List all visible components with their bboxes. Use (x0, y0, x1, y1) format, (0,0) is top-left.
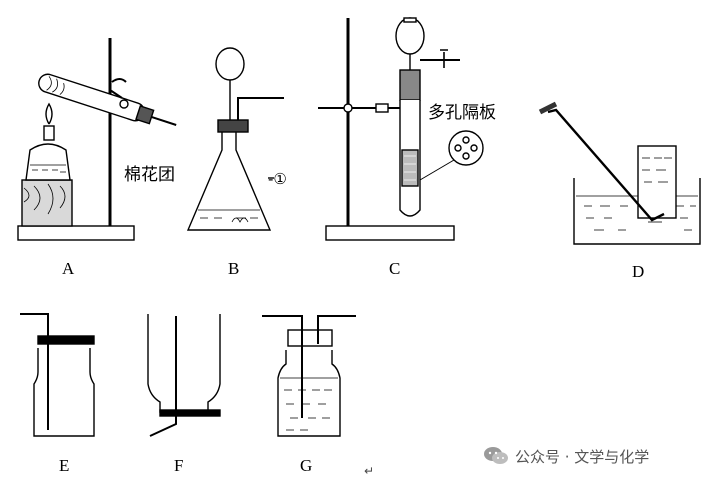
wechat-icon (484, 447, 508, 464)
conical-flask (186, 128, 272, 231)
label-b: B (228, 259, 240, 278)
apparatus-a (17, 38, 177, 241)
delivery-tube-d (547, 108, 665, 222)
clamp-a (109, 78, 127, 99)
label-g: G (300, 456, 313, 475)
stand-base-a (17, 225, 135, 241)
label-f: F (174, 456, 184, 475)
stopper-c (399, 69, 421, 101)
apparatus-g (262, 315, 356, 437)
rubber-tube-d (538, 101, 558, 115)
outlet-tube-g (317, 315, 356, 344)
glass-plate-e (37, 335, 95, 345)
alcohol-lamp (25, 143, 71, 181)
apparatus-b (186, 47, 284, 231)
separatory-funnel-bulb (215, 47, 245, 81)
stopper-g (287, 329, 333, 347)
wash-bottle-g (277, 350, 341, 437)
porous-plate-detail (448, 130, 484, 166)
inlet-tube-g (262, 315, 303, 418)
label-a: A (62, 259, 75, 278)
valve-c (440, 49, 448, 68)
label-c: C (389, 259, 401, 278)
wood-block (21, 179, 73, 227)
flame (45, 102, 53, 125)
inverted-bottle-f (147, 314, 221, 413)
tube-e (20, 313, 49, 430)
apparatus-d (538, 101, 701, 245)
wood-grain (23, 183, 66, 215)
apparatus-c (318, 17, 484, 241)
test-tube-a (38, 73, 177, 126)
cotton-label: 棉花团 (124, 165, 175, 185)
lamp-wick-holder (43, 125, 55, 141)
long-neck-funnel (395, 17, 425, 55)
return-mark: ↵ (364, 464, 375, 478)
water-trough (573, 178, 701, 245)
tube-f (149, 316, 177, 437)
watermark: 公众号 · 文学与化学 (483, 445, 649, 467)
stopper-b (217, 119, 249, 133)
label-d: D (632, 262, 645, 281)
label-e: E (59, 456, 70, 475)
apparatus-e (20, 313, 95, 437)
gas-jar-d (637, 145, 677, 219)
apparatus-f (147, 314, 221, 437)
porous-plate-label: 多孔隔板 (428, 103, 496, 123)
porous-plate (401, 149, 419, 187)
glass-plate-f (159, 409, 221, 417)
delivery-tube-b (237, 97, 284, 120)
watermark-text: 公众号 · 文学与化学 (515, 447, 650, 466)
circle-one-label: -① (268, 170, 287, 188)
stand-base-c (325, 225, 455, 241)
gas-bottle-e (33, 348, 95, 437)
